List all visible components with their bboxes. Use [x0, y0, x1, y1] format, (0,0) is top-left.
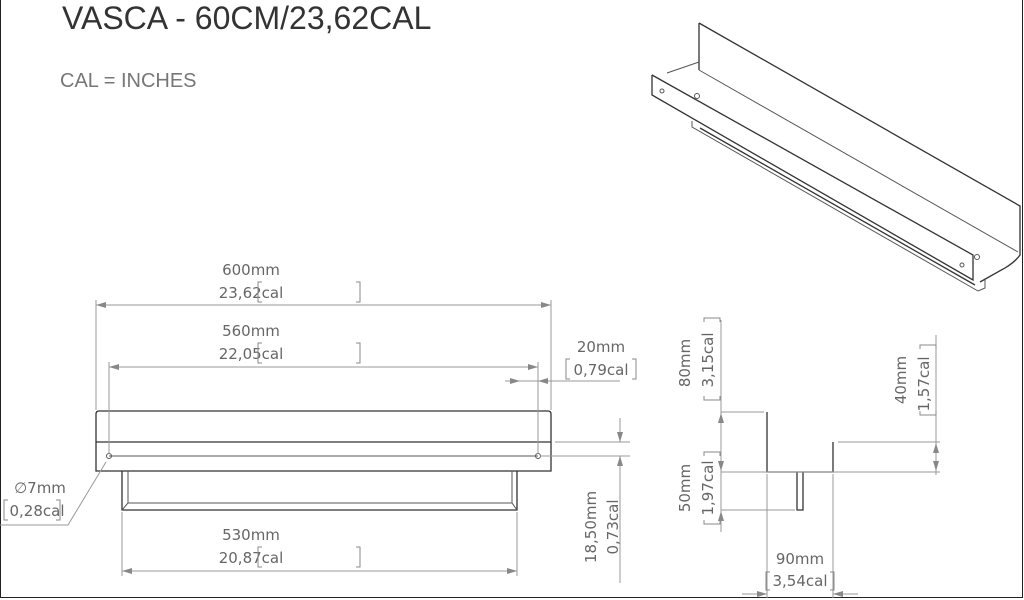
hole-spacing-cal: 22,05cal [219, 345, 284, 363]
drawing-title: VASCA - 60CM/23,62CAL [62, 0, 431, 36]
depth-cal: 3,54cal [772, 572, 827, 590]
isometric-view [651, 22, 1021, 292]
hole-diameter-cal: 0,28cal [9, 502, 64, 520]
bar-width-cal: 20,87cal [219, 549, 284, 567]
unit-note: CAL = INCHES [60, 70, 197, 92]
side-view: 80mm 3,15cal 50mm 1,97cal 40mm 1,57cal 9… [676, 317, 940, 598]
hole-diameter-mm: ∅7mm [14, 479, 66, 497]
hole-offset-mm: 20mm [577, 338, 625, 356]
overall-width-mm: 600mm [222, 261, 280, 279]
overall-width-cal: 23,62cal [219, 284, 284, 302]
bar-depth-cal: 1,97cal [699, 460, 717, 515]
hole-height-mm: 18,50mm [582, 491, 600, 563]
back-height-mm: 80mm [676, 339, 694, 387]
front-view: 600mm 23,62cal 560mm 22,05cal 20mm 0,79c… [0, 261, 637, 583]
bar-depth-mm: 50mm [676, 464, 694, 512]
hole-height-cal: 0,73cal [604, 499, 622, 554]
back-height-cal: 3,15cal [699, 332, 717, 387]
hole-spacing-mm: 560mm [222, 322, 280, 340]
bar-width-mm: 530mm [222, 526, 280, 544]
front-height-mm: 40mm [892, 356, 910, 404]
front-height-cal: 1,57cal [915, 356, 933, 411]
hole-offset-cal: 0,79cal [573, 361, 628, 379]
depth-mm: 90mm [776, 550, 824, 568]
